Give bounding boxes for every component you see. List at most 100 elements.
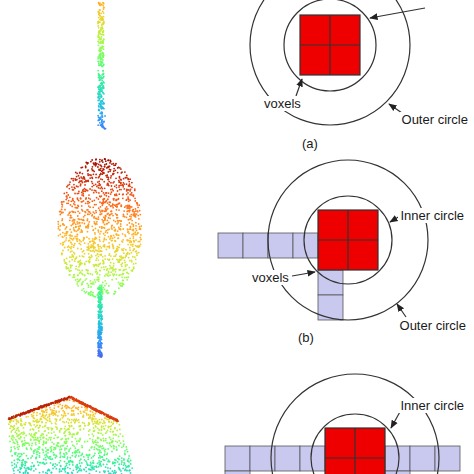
cloud-point <box>114 251 116 253</box>
cloud-point <box>101 77 103 79</box>
cloud-point <box>128 257 130 259</box>
cloud-point <box>68 269 70 271</box>
cloud-point <box>92 244 94 246</box>
cloud-point <box>114 269 116 271</box>
cloud-point <box>71 220 73 222</box>
cloud-point <box>100 213 102 215</box>
cloud-point <box>101 159 103 161</box>
cloud-point <box>99 174 101 176</box>
cloud-point <box>79 172 81 174</box>
cloud-point <box>72 256 74 258</box>
cloud-point <box>126 189 128 191</box>
cloud-point <box>105 128 107 130</box>
cloud-point <box>120 168 122 170</box>
cloud-point <box>86 163 88 165</box>
cloud-point <box>127 231 129 233</box>
cloud-point <box>24 440 26 442</box>
cloud-point <box>83 250 85 252</box>
cloud-point <box>99 4 101 6</box>
cloud-point <box>72 178 74 180</box>
cloud-point <box>66 197 68 199</box>
cloud-point <box>98 301 100 303</box>
cloud-point <box>123 214 125 216</box>
cloud-point <box>105 175 107 177</box>
cloud-point <box>135 208 137 210</box>
cloud-point <box>104 158 106 160</box>
cloud-point <box>109 202 111 204</box>
cloud-point <box>126 213 128 215</box>
cloud-point <box>99 297 101 299</box>
cloud-point <box>140 234 142 236</box>
cloud-point <box>133 233 135 235</box>
cloud-point <box>72 211 74 213</box>
cloud-point <box>109 169 111 171</box>
cloud-point <box>99 30 101 32</box>
cloud-point <box>91 215 93 217</box>
cloud-point <box>101 204 103 206</box>
cloud-point <box>97 25 99 27</box>
cloud-point <box>117 220 119 222</box>
cloud-point <box>110 428 112 430</box>
cloud-point <box>101 23 103 25</box>
cloud-point <box>70 225 72 227</box>
cloud-point <box>70 215 72 217</box>
cloud-point <box>117 261 119 263</box>
cloud-point <box>75 179 77 181</box>
cloud-point <box>124 171 126 173</box>
cloud-point <box>112 198 114 200</box>
cloud-point <box>76 281 78 283</box>
cloud-point <box>101 190 103 192</box>
cloud-point <box>97 311 99 313</box>
cloud-point <box>73 244 75 246</box>
cloud-point <box>92 240 94 242</box>
cloud-point <box>86 278 88 280</box>
cloud-point <box>78 228 80 230</box>
cloud-point <box>74 211 76 213</box>
cloud-point <box>133 233 135 235</box>
cloud-point <box>127 240 129 242</box>
cloud-point <box>98 36 100 38</box>
cloud-point <box>101 84 103 86</box>
cloud-point <box>79 279 81 281</box>
cloud-point <box>102 168 104 170</box>
cloud-point <box>98 280 100 282</box>
cloud-point <box>77 269 79 271</box>
cloud-point <box>103 227 105 229</box>
cloud-point <box>79 180 81 182</box>
cloud-point <box>105 291 107 293</box>
cloud-point <box>98 99 100 101</box>
cloud-point <box>103 269 105 271</box>
cloud-point <box>133 224 135 226</box>
cloud-point <box>97 61 99 63</box>
cloud-point <box>102 59 104 61</box>
cloud-point <box>122 257 124 259</box>
cloud-point <box>78 205 80 207</box>
cloud-point <box>122 250 124 252</box>
cloud-point <box>99 302 101 304</box>
cloud-point <box>74 253 76 255</box>
cloud-point <box>117 198 119 200</box>
cloud-point <box>30 457 32 459</box>
cloud-point <box>69 433 71 435</box>
cloud-point <box>95 174 97 176</box>
cloud-point <box>107 273 109 275</box>
cloud-point <box>107 183 109 185</box>
cloud-point <box>105 192 107 194</box>
cloud-point <box>85 180 87 182</box>
cloud-point <box>74 276 76 278</box>
cloud-point <box>102 287 104 289</box>
cloud-point <box>84 211 86 213</box>
cloud-point <box>93 251 95 253</box>
cloud-point <box>118 180 120 182</box>
cloud-point <box>101 219 103 221</box>
cloud-point <box>126 175 128 177</box>
cloud-point <box>99 57 101 59</box>
cloud-point <box>118 226 120 228</box>
cloud-point <box>91 214 93 216</box>
cloud-point <box>68 240 70 242</box>
cloud-point <box>139 226 141 228</box>
cloud-point <box>92 173 94 175</box>
cloud-point <box>106 220 108 222</box>
cloud-point <box>101 188 103 190</box>
cloud-point <box>88 292 90 294</box>
